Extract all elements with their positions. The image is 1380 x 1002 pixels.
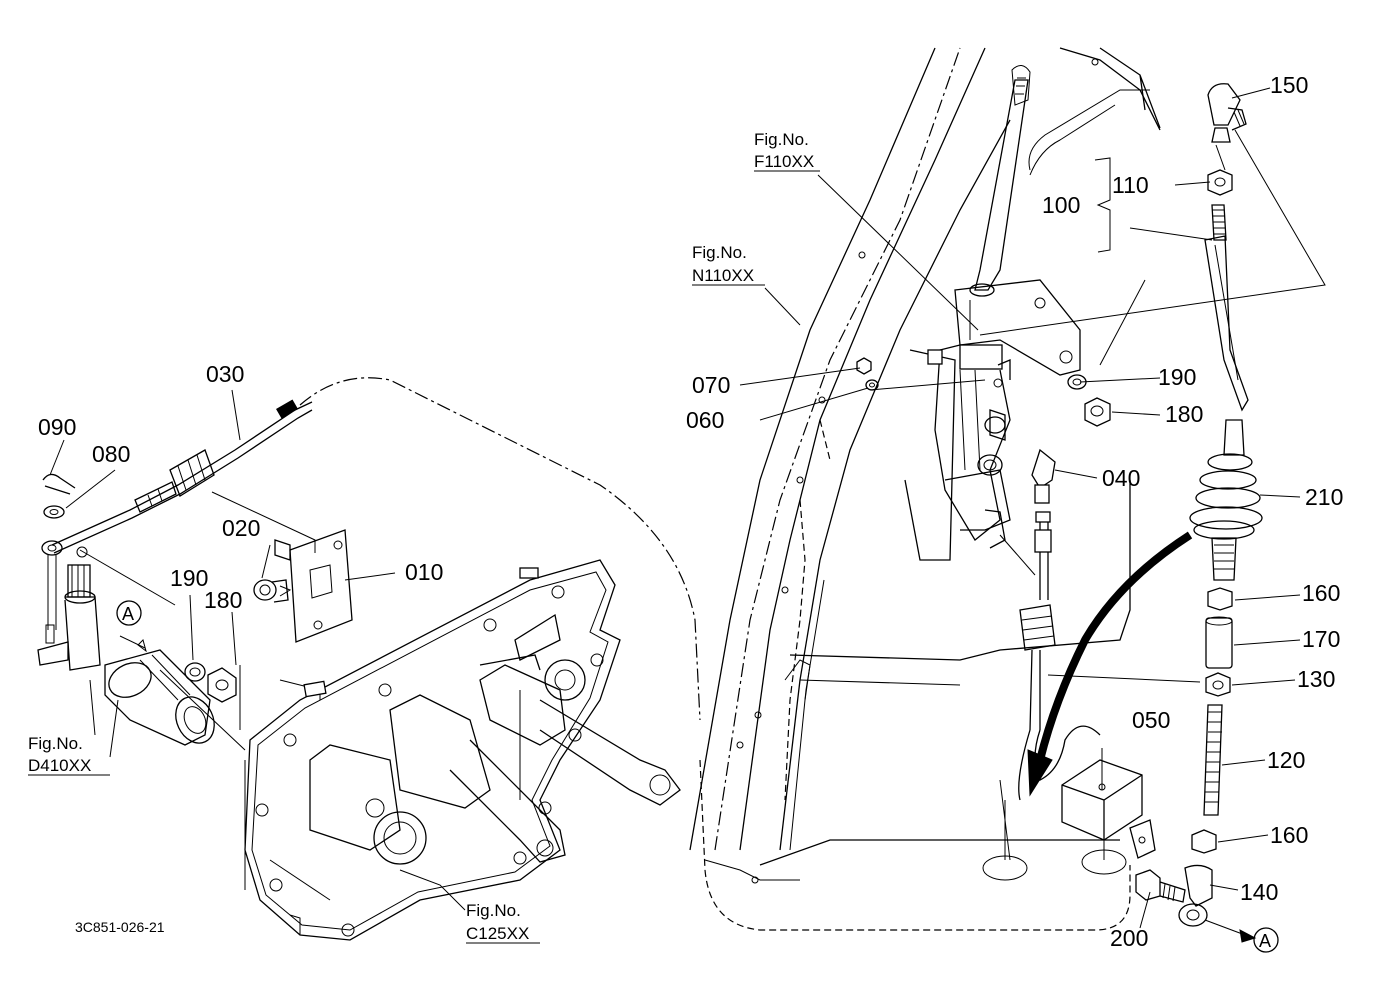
view-marker-right: A bbox=[1259, 931, 1271, 951]
part-number-090: 090 bbox=[38, 414, 76, 440]
leaders-left bbox=[49, 389, 466, 911]
bracket-010 bbox=[274, 529, 353, 643]
fig-ref-d410-code: D410XX bbox=[28, 756, 91, 775]
part-number-080: 080 bbox=[92, 441, 130, 467]
pivot-housing bbox=[104, 649, 215, 746]
transmission-housing bbox=[244, 559, 681, 941]
part-number-110: 110 bbox=[1112, 172, 1149, 198]
part-number-190-right: 190 bbox=[1158, 364, 1196, 390]
fig-ref-c125-label: Fig.No. bbox=[466, 901, 521, 920]
fig-ref-f110-code: F110XX bbox=[754, 152, 814, 171]
cable-040 bbox=[999, 448, 1101, 801]
drawing-code: 3C851-026-21 bbox=[75, 919, 165, 935]
part-number-150: 150 bbox=[1270, 72, 1308, 98]
part-number-180-left: 180 bbox=[204, 587, 242, 613]
cable-030 bbox=[51, 399, 313, 554]
view-marker-circle-left bbox=[116, 600, 142, 626]
main-shift-lever bbox=[969, 65, 1031, 297]
part-number-060: 060 bbox=[686, 407, 724, 433]
clevis-end-080-090 bbox=[41, 473, 76, 630]
part-number-130: 130 bbox=[1297, 666, 1335, 692]
part-number-160-upper: 160 bbox=[1302, 580, 1340, 606]
part-number-030: 030 bbox=[206, 361, 244, 387]
cable-route-left bbox=[299, 377, 701, 721]
leaders-right bbox=[739, 87, 1326, 943]
rod-assembly-right bbox=[1135, 83, 1263, 927]
fig-ref-c125-code: C125XX bbox=[466, 924, 529, 943]
fig-ref-n110-label: Fig.No. bbox=[692, 243, 747, 262]
part-number-180-right: 180 bbox=[1165, 401, 1203, 427]
part-number-170: 170 bbox=[1302, 626, 1340, 652]
part-number-050: 050 bbox=[1132, 707, 1170, 733]
part-number-140: 140 bbox=[1240, 879, 1278, 905]
part-number-120: 120 bbox=[1267, 747, 1305, 773]
view-marker-circle-right bbox=[1253, 927, 1279, 953]
part-number-100: 100 bbox=[1042, 192, 1080, 218]
part-number-070: 070 bbox=[692, 372, 730, 398]
fig-ref-f110-label: Fig.No. bbox=[754, 130, 809, 149]
washer-060-nut-070 bbox=[856, 357, 879, 391]
shift-lever-bracket bbox=[904, 279, 1081, 561]
part-number-200: 200 bbox=[1110, 925, 1148, 951]
part-number-040: 040 bbox=[1102, 465, 1140, 491]
fig-ref-d410-label: Fig.No. bbox=[28, 734, 83, 753]
part-number-210: 210 bbox=[1305, 484, 1343, 510]
view-marker-left: A bbox=[122, 604, 134, 624]
shift-shaft bbox=[37, 546, 101, 671]
washer-190-nut-180-right bbox=[1067, 374, 1111, 427]
part-number-160-lower: 160 bbox=[1270, 822, 1308, 848]
switch-020 bbox=[253, 579, 292, 603]
part-number-190-left: 190 bbox=[170, 565, 208, 591]
fig-ref-n110-code: N110XX bbox=[692, 266, 754, 285]
cab-frame bbox=[689, 47, 1161, 931]
washer-190-nut-180-left bbox=[184, 662, 237, 703]
part-number-010: 010 bbox=[405, 559, 443, 585]
route-arrow bbox=[1036, 531, 1193, 761]
block-050 bbox=[982, 748, 1156, 881]
part-number-020: 020 bbox=[222, 515, 260, 541]
